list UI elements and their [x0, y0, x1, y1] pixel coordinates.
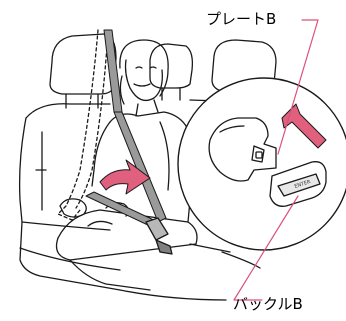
detail-inset: ENTER — [178, 78, 346, 250]
plate-b-label: プレートB — [206, 12, 276, 27]
passenger-figure — [57, 40, 198, 290]
center-headrest — [150, 44, 192, 100]
buckle-b-label: バックルB — [233, 297, 303, 312]
seat-buckle — [146, 218, 172, 254]
stowed-belt — [58, 30, 108, 220]
